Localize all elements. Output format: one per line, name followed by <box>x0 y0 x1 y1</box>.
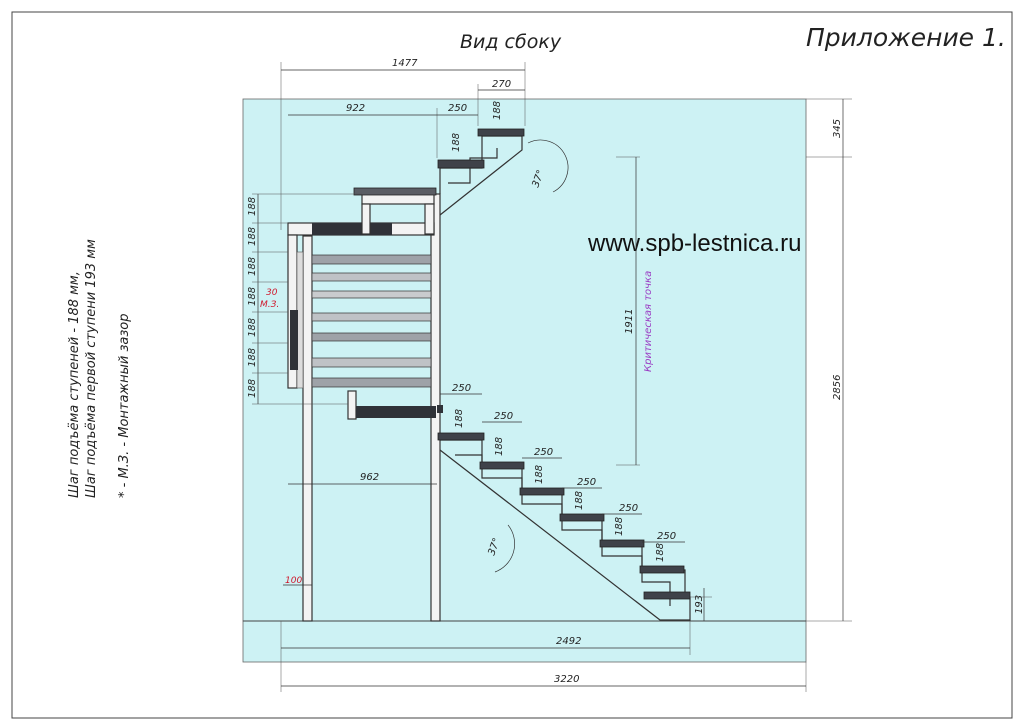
gap-label: М.З. <box>260 300 279 310</box>
dim-upper-rise-2: 188 <box>451 133 462 152</box>
dim-left-rise-5: 188 <box>247 318 258 337</box>
gap-value: 30 <box>266 288 278 298</box>
dim-rise-l1: 188 <box>454 409 465 428</box>
dim-top-step: 250 <box>448 103 467 114</box>
tread-7 <box>643 591 691 600</box>
tread-5 <box>599 539 645 548</box>
floor-slab <box>242 620 807 663</box>
dim-left-rise-4: 188 <box>247 287 258 306</box>
dim-right-top: 345 <box>832 119 843 138</box>
dim-rise-l3: 188 <box>534 465 545 484</box>
dim-run-2: 250 <box>494 411 513 422</box>
dim-left-rise-3: 188 <box>247 257 258 276</box>
view-title: Вид сбоку <box>460 31 562 53</box>
dim-rise-l6: 188 <box>655 543 666 562</box>
dim-left-rise-6: 188 <box>247 348 258 367</box>
website-url: www.spb-lestnica.ru <box>587 230 801 257</box>
dim-run-3: 250 <box>534 447 553 458</box>
upper-flight <box>353 128 525 216</box>
tread-2 <box>479 461 525 470</box>
dim-rise-l2: 188 <box>494 437 505 456</box>
dim-first-rise: 193 <box>694 595 705 614</box>
tread-1 <box>437 432 485 441</box>
dim-left-rise-1: 188 <box>247 197 258 216</box>
note-gap: * - М.З. - Монтажный зазор <box>117 314 132 499</box>
dim-critical: 1911 <box>624 309 635 334</box>
lower-flight <box>437 405 691 621</box>
dim-mid-landing: 962 <box>360 472 379 483</box>
note-rise: Шаг подъёма ступеней - 188 мм, <box>67 271 82 498</box>
tread-6 <box>639 565 685 574</box>
landing-tread <box>353 187 437 196</box>
dim-run-5: 250 <box>619 503 638 514</box>
dim-run-1: 250 <box>452 383 471 394</box>
dim-bottom-total: 3220 <box>554 674 579 685</box>
note-first-rise: Шаг подъёма первой ступени 193 мм <box>84 239 99 498</box>
critical-point-label: Критическая точка <box>643 271 654 372</box>
dim-landing: 922 <box>346 103 365 114</box>
appendix-title: Приложение 1. <box>806 23 1006 52</box>
dim-top-upper: 270 <box>492 79 511 90</box>
dim-run-6: 250 <box>657 531 676 542</box>
tread-3 <box>519 487 565 496</box>
dim-right-total: 2856 <box>832 375 843 400</box>
dimension-lines <box>252 62 852 692</box>
dim-run-4: 250 <box>577 477 596 488</box>
upper-tread-2 <box>437 159 485 169</box>
dim-rise-l4: 188 <box>574 491 585 510</box>
dim-upper-rise-1: 188 <box>492 101 503 120</box>
dim-left-rise-2: 188 <box>247 227 258 246</box>
dim-top-total: 1477 <box>392 58 418 69</box>
dim-post-width: 100 <box>285 576 302 586</box>
dim-rise-l5: 188 <box>614 517 625 536</box>
dimension-labels: 1477 270 922 250 188 188 37° 345 2856 19… <box>247 58 843 685</box>
tread-4 <box>559 513 605 522</box>
dim-left-rise-7: 188 <box>247 379 258 398</box>
dim-bottom-stair: 2492 <box>556 636 581 647</box>
upper-tread-1 <box>477 128 525 137</box>
